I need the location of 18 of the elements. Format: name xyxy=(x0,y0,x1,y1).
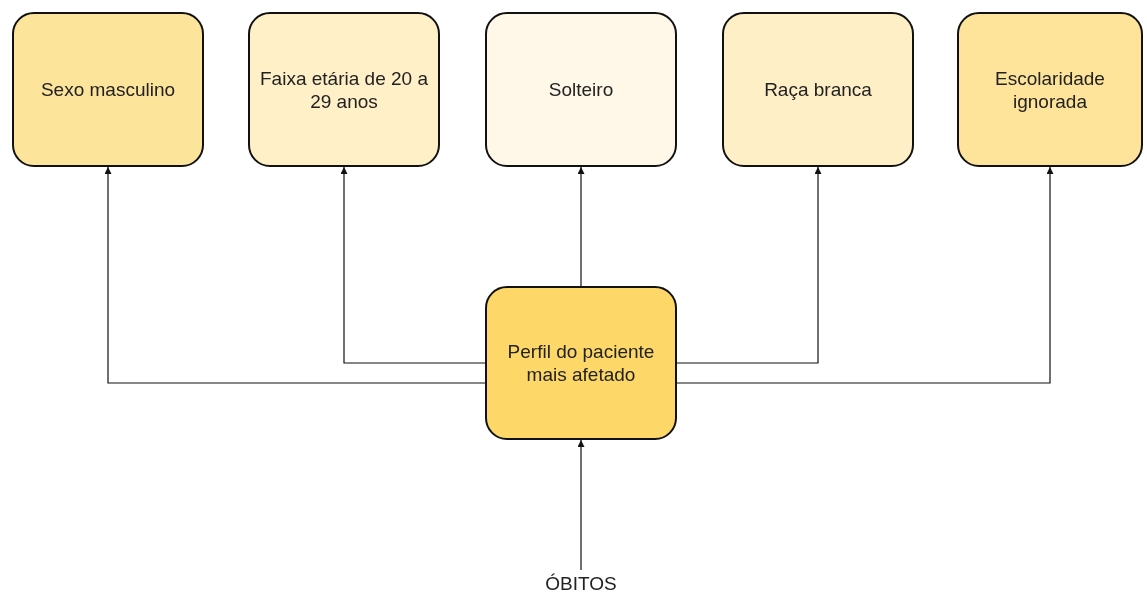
profile-box xyxy=(485,12,677,167)
arrow xyxy=(577,439,585,571)
box-text: Sexo masculino xyxy=(40,78,176,101)
profile-box xyxy=(12,12,204,167)
box-text: Solteiro xyxy=(548,78,614,101)
box-text: Raça branca xyxy=(764,78,872,101)
arrow xyxy=(104,166,486,384)
box-text: Escolaridade ignorada xyxy=(994,66,1106,113)
arrow xyxy=(676,166,1054,384)
central-box xyxy=(485,286,677,440)
profile-box xyxy=(722,12,914,167)
profile-box xyxy=(248,12,440,167)
arrow xyxy=(340,166,486,364)
box-text: Faixa etária de 20 a 29 anos xyxy=(260,66,428,113)
source-label: ÓBITOS xyxy=(545,571,617,595)
box-text: Perfil do paciente mais afetado xyxy=(506,340,656,386)
profile-box xyxy=(957,12,1143,167)
arrow xyxy=(577,166,585,287)
